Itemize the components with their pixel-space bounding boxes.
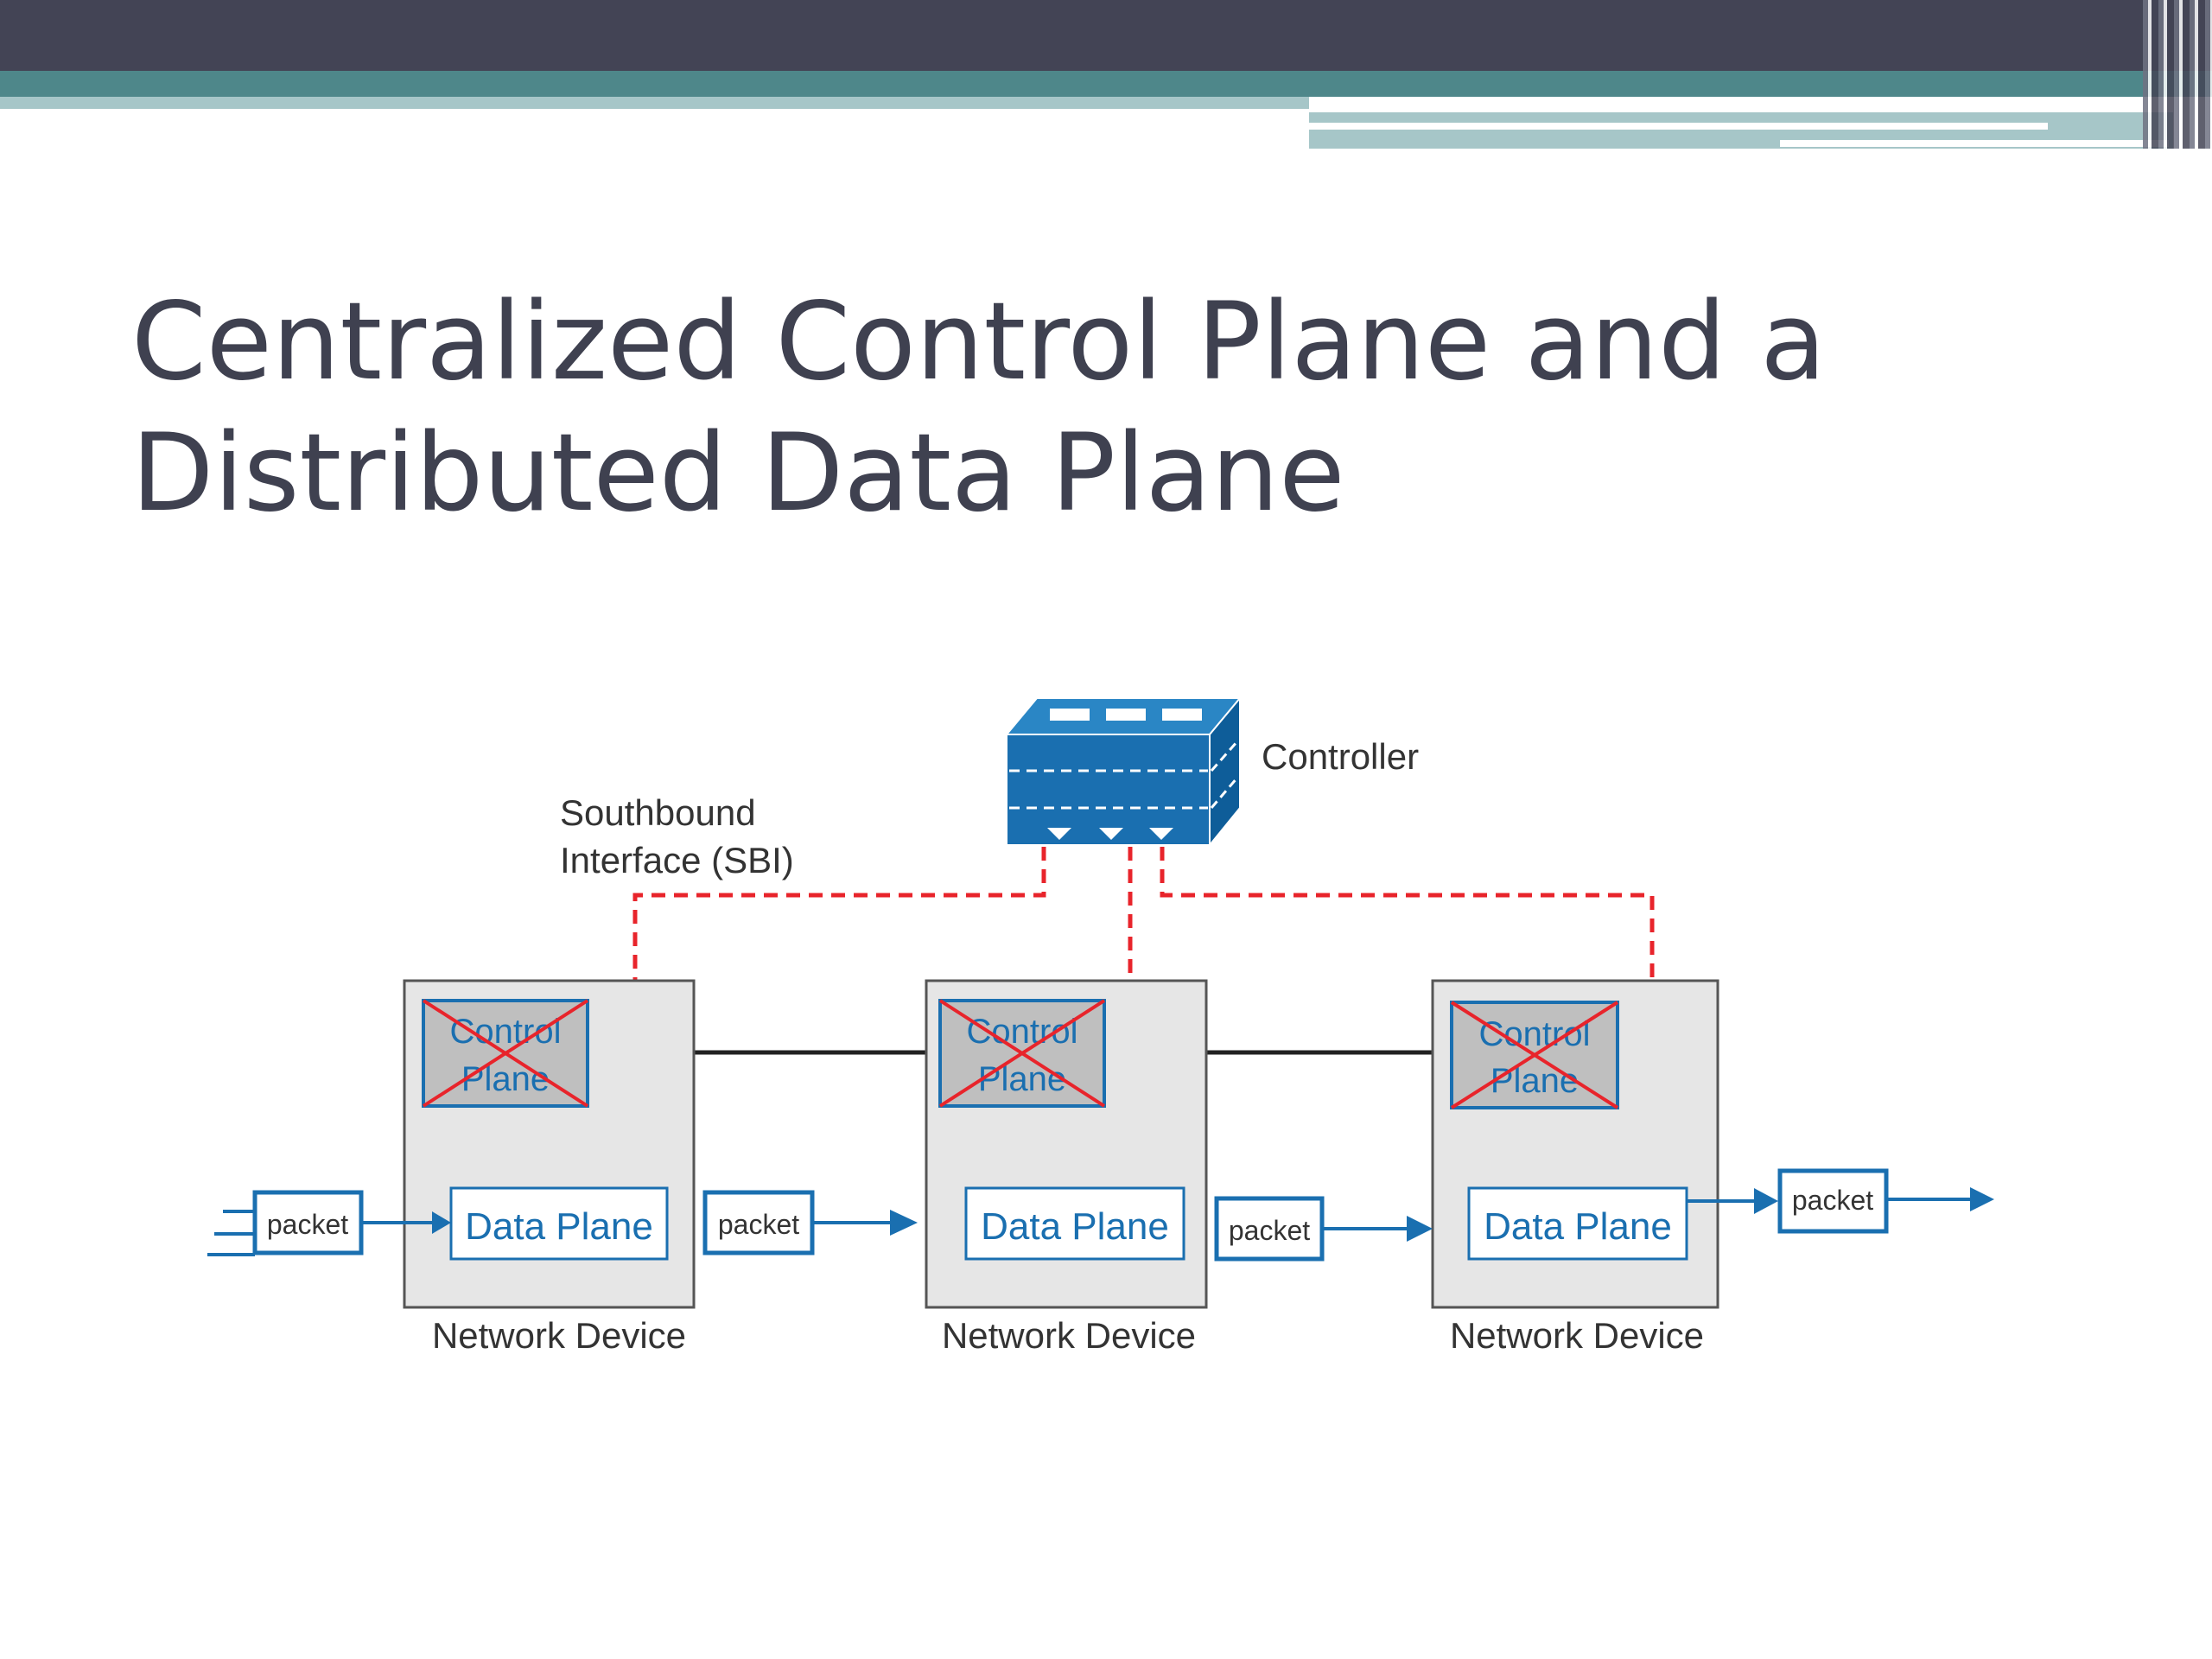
data-plane-2: Data Plane — [964, 1186, 1185, 1261]
packet-2-label: packet — [718, 1209, 799, 1240]
data-plane-3-label: Data Plane — [1484, 1205, 1672, 1248]
network-device-2-label: Network Device — [942, 1315, 1196, 1356]
control-plane-1: Control Plane — [422, 999, 589, 1108]
controller-label: Controller — [1262, 736, 1419, 777]
control-plane-2: Control Plane — [938, 999, 1106, 1108]
data-plane-2-label: Data Plane — [981, 1205, 1169, 1248]
header-edge-stripes — [2143, 0, 2212, 149]
control-plane-1-line1: Control — [450, 1013, 562, 1051]
packet-1: packet — [252, 1190, 364, 1255]
network-device-1: Control Plane Data Plane — [403, 979, 696, 1309]
control-plane-1-line2: Plane — [461, 1060, 550, 1098]
control-plane-2-line1: Control — [967, 1013, 1078, 1051]
network-device-3-label: Network Device — [1450, 1315, 1704, 1356]
control-plane-2-line2: Plane — [978, 1060, 1066, 1098]
control-plane-3-line1: Control — [1479, 1015, 1591, 1053]
data-plane-3: Data Plane — [1467, 1186, 1688, 1261]
control-plane-3: Control Plane — [1450, 1001, 1619, 1109]
title-line-1: Centralized Control Plane and a — [131, 280, 1827, 404]
control-plane-3-line2: Plane — [1491, 1062, 1579, 1100]
header-bar-dark — [0, 0, 2212, 71]
header-bar-teal — [0, 71, 2212, 97]
sbi-link-3 — [1160, 847, 1655, 1154]
packet-3: packet — [1214, 1196, 1325, 1262]
data-plane-1: Data Plane — [449, 1186, 669, 1261]
header-bar-right-strip — [1780, 140, 2169, 147]
packet-4-label: packet — [1792, 1185, 1873, 1216]
data-plane-1-label: Data Plane — [465, 1205, 653, 1248]
sbi-label-line2: Interface (SBI) — [560, 840, 794, 880]
packet-3-label: packet — [1229, 1215, 1310, 1246]
header-bar-teal-light — [0, 97, 1309, 109]
packet-arrowheads — [432, 1187, 1994, 1242]
packet-1-label: packet — [267, 1209, 348, 1240]
slide-title: Centralized Control Plane and a Distribu… — [131, 276, 2119, 539]
sbi-label-line1: Southbound — [560, 792, 756, 833]
network-device-1-label: Network Device — [432, 1315, 686, 1356]
network-device-3: Control Plane Data Plane — [1431, 979, 1719, 1309]
title-line-2: Distributed Data Plane — [131, 411, 1345, 536]
packet-4: packet — [1777, 1168, 1889, 1234]
network-device-2: Control Plane Data Plane — [925, 979, 1208, 1309]
header-bar-right-line — [1309, 123, 2048, 130]
packet-flow — [207, 1198, 1979, 1256]
controller-icon — [1004, 696, 1243, 848]
packet-2: packet — [702, 1190, 815, 1255]
